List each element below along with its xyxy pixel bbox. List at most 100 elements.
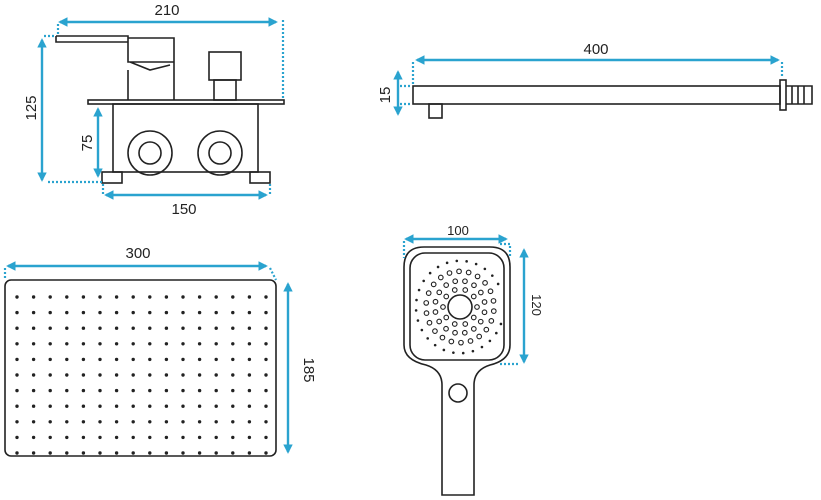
nozzle-dot [264,342,268,346]
nozzle-dot [451,321,458,327]
nozzle-dot [164,451,169,455]
nozzle-dot [65,357,69,362]
nozzle-dot [247,451,252,455]
nozzle-dot [264,420,268,424]
nozzle-dot [491,274,494,277]
nozzle-dot [483,267,487,271]
nozzle-dot [465,269,472,276]
nozzle-dot [461,329,468,336]
nozzle-dot [197,420,202,424]
nozzle-dot [416,319,420,322]
nozzle-dot [264,310,268,315]
nozzle-dot [148,373,152,377]
nozzle-dot [114,388,119,393]
nozzle-dot [197,357,202,362]
nozzle-dot [414,309,418,312]
nozzle-dot [448,338,455,345]
nozzle-dot [231,342,235,346]
nozzle-dot [181,295,185,299]
nozzle-dot [477,318,484,325]
nozzle-dot [114,310,119,315]
nozzle-dot [81,420,86,424]
nozzle-dot [495,331,498,335]
nozzle-dot [81,310,86,315]
mixer-height-label: 125 [23,95,40,120]
nozzle-dot [231,404,235,408]
nozzle-dot [481,309,488,316]
nozzle-dot [181,420,185,424]
nozzle-dot [425,290,432,296]
nozzle-dot [15,435,19,440]
nozzle-dot [15,295,19,299]
nozzle-dot [148,388,152,393]
nozzle-dot [477,289,484,296]
nozzle-dot [148,451,152,455]
nozzle-dot [247,420,252,424]
nozzle-dot [264,451,268,455]
nozzle-dot [481,299,488,305]
nozzle-dot [437,274,444,281]
nozzle-dot [231,420,235,424]
nozzle-dot [131,342,135,346]
nozzle-dot [231,357,235,362]
nozzle-dot [470,326,477,332]
nozzle-dot [465,260,468,263]
nozzle-dot [31,310,36,315]
nozzle-dot [461,351,465,355]
nozzle-dot [443,282,450,288]
nozzle-dot [426,337,429,340]
nozzle-dot [131,420,135,424]
nozzle-dot [164,326,169,330]
nozzle-dot [247,404,252,408]
nozzle-dot [231,295,235,299]
nozzle-dot [480,345,484,349]
nozzle-dot [181,310,185,315]
nozzle-dot [81,388,86,393]
hand-height-label: 120 [529,294,544,316]
nozzle-dot [15,310,19,315]
nozzle-dot [98,295,102,299]
nozzle-dot [442,348,446,352]
nozzle-dot [181,388,185,393]
nozzle-dot [131,357,135,362]
nozzle-dot [247,310,252,315]
nozzle-dot [214,342,218,346]
nozzle-dot [65,310,69,315]
nozzle-dot [436,289,443,296]
nozzle-dot [65,373,69,377]
nozzle-dot [15,357,19,362]
nozzle-dot [247,342,252,346]
nozzle-dot [214,326,218,330]
mixer-box-width-label: 150 [171,201,196,218]
nozzle-dot [98,342,102,346]
nozzle-dot [422,279,425,283]
nozzle-dot [15,451,19,455]
nozzle-dot [181,373,185,377]
nozzle-dot [81,326,86,330]
nozzle-dot [197,310,202,315]
nozzle-dot [264,435,268,440]
nozzle-dot [264,357,268,362]
nozzle-dot [48,420,52,424]
nozzle-dot [131,435,135,440]
nozzle-dot [432,298,439,305]
nozzle-dot [470,314,477,321]
nozzle-dot [214,435,218,440]
nozzle-dot [81,373,86,377]
nozzle-dot [428,271,432,275]
nozzle-dot [490,308,497,314]
nozzle-dot [264,373,268,377]
nozzle-dot [247,388,252,393]
nozzle-dot [164,404,169,408]
nozzle-dot [131,388,135,393]
hand-width-label: 100 [447,223,469,238]
nozzle-dot [247,435,252,440]
nozzle-dot [98,420,102,424]
nozzle-dot [65,295,69,299]
nozzle-dot [423,300,430,306]
nozzle-dot [31,326,36,330]
nozzle-dot [197,326,202,330]
nozzle-dot [148,357,152,362]
nozzle-dot [65,420,69,424]
